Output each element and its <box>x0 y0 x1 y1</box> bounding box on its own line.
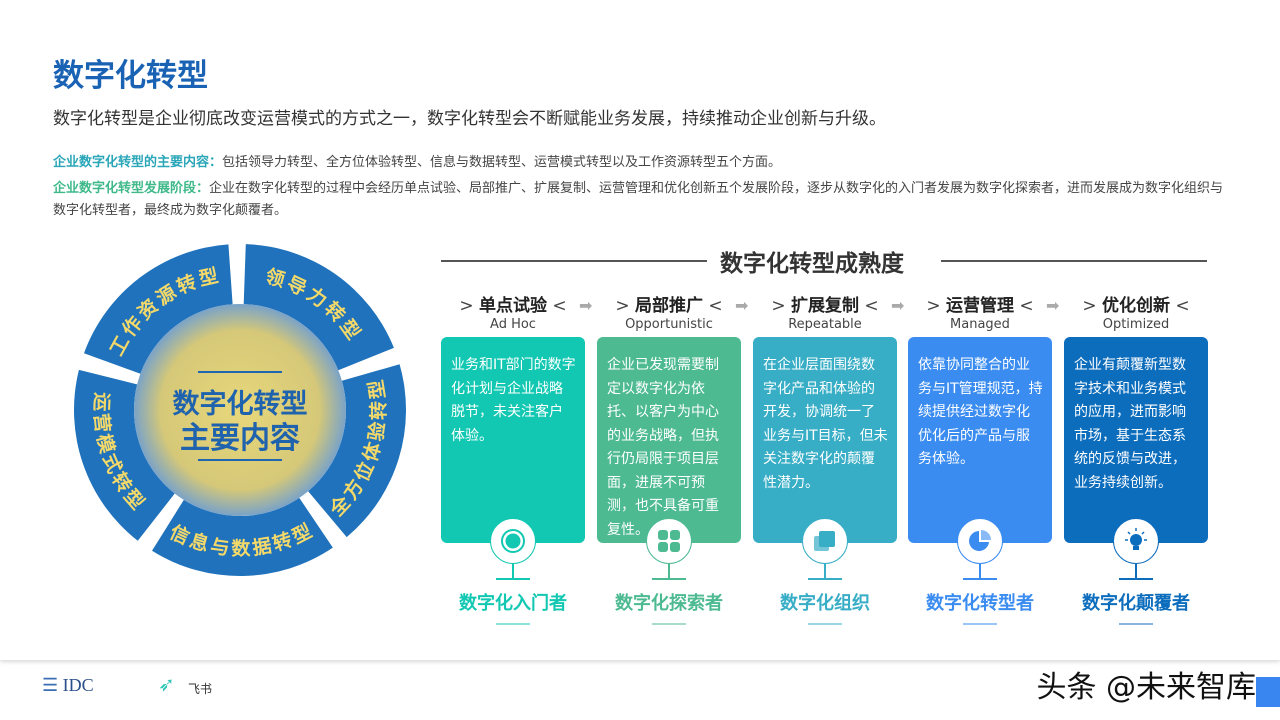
wheel-segment <box>152 497 333 576</box>
copy-icon <box>802 518 848 564</box>
maturity-level: 数字化转型者 <box>926 593 1034 614</box>
stage-header: > 运营管理 <Managed <box>926 296 1034 332</box>
idc-logo: ☰ IDC <box>42 675 94 695</box>
level-underline <box>1119 623 1153 625</box>
arrow-right-icon: ➡ <box>1046 296 1060 315</box>
slide: 数字化转型 数字化转型是企业彻底改变运营模式的方式之一，数字化转型会不断赋能业务… <box>42 58 1224 696</box>
center-title-2: 主要内容 <box>180 421 300 456</box>
wheel-segment <box>74 369 175 541</box>
stage-header: > 扩展复制 <Repeatable <box>771 296 879 332</box>
center-circle <box>134 304 346 516</box>
wheel-segment <box>243 244 394 371</box>
watermark-accent <box>1256 677 1280 707</box>
feishu-logo: 飞书 <box>188 682 213 696</box>
feishu-icon: ➶ <box>158 672 175 696</box>
connector-base <box>808 578 842 580</box>
connector-base <box>963 578 997 580</box>
connector <box>668 564 670 578</box>
arrow-right-icon: ➡ <box>579 296 593 315</box>
connector-base <box>1119 578 1153 580</box>
stage-header: > 优化创新 <Optimized <box>1082 296 1190 332</box>
target-icon <box>490 518 536 564</box>
arrow-right-icon: ➡ <box>891 296 905 315</box>
arrow-right-icon: ➡ <box>735 296 749 315</box>
maturity-title: 数字化转型成熟度 <box>720 251 904 277</box>
divider <box>941 260 1207 262</box>
stage-card: 在企业层面围绕数字化产品和体验的开发，协调统一了业务与IT目标，但未关注数字化的… <box>753 337 897 543</box>
stage-card: 企业有颠覆新型数字技术和业务模式的应用，进而影响市场，基于生态系统的反馈与改进，… <box>1064 337 1208 543</box>
grid-icon <box>646 518 692 564</box>
maturity-level: 数字化颠覆者 <box>1082 593 1190 614</box>
watermark: 头条 @未来智库 <box>1036 670 1256 705</box>
stage-header: > 局部推广 <Opportunistic <box>615 296 723 332</box>
wheel-segment <box>84 244 233 374</box>
connector <box>512 564 514 578</box>
pie-chart-icon <box>957 518 1003 564</box>
subtitle: 数字化转型是企业彻底改变运营模式的方式之一，数字化转型会不断赋能业务发展，持续推… <box>53 109 886 129</box>
maturity-level: 数字化组织 <box>780 593 870 614</box>
stages-paragraph: 企业数字化转型发展阶段：企业在数字化转型的过程中会经历单点试验、局部推广、扩展复… <box>53 181 1224 218</box>
stage-card: 企业已发现需要制定以数字化为依托、以客户为中心的业务战略，但执行仍局限于项目层面… <box>597 337 741 543</box>
connector <box>979 564 981 578</box>
connector <box>1135 564 1137 578</box>
stage-header: > 单点试验 <Ad Hoc <box>459 296 567 332</box>
maturity-level: 数字化入门者 <box>459 593 567 614</box>
stage-card: 依靠协同整合的业务与IT管理规范，持续提供经过数字化优化后的产品与服务体验。 <box>908 337 1052 543</box>
connector-base <box>496 578 530 580</box>
maturity-level: 数字化探索者 <box>615 593 723 614</box>
level-underline <box>808 623 842 625</box>
connector <box>824 564 826 578</box>
center-title-1: 数字化转型 <box>173 388 308 420</box>
level-underline <box>963 623 997 625</box>
level-underline <box>652 623 686 625</box>
wheel-segment <box>308 364 406 538</box>
lightbulb-icon <box>1113 518 1159 564</box>
level-underline <box>496 623 530 625</box>
page-title: 数字化转型 <box>53 58 208 94</box>
connector-base <box>652 578 686 580</box>
content-paragraph: 企业数字化转型的主要内容：包括领导力转型、全方位体验转型、信息与数据转型、运营模… <box>53 155 782 170</box>
divider <box>441 260 707 262</box>
stage-card: 业务和IT部门的数字化计划与企业战略脱节，未关注客户体验。 <box>441 337 585 543</box>
